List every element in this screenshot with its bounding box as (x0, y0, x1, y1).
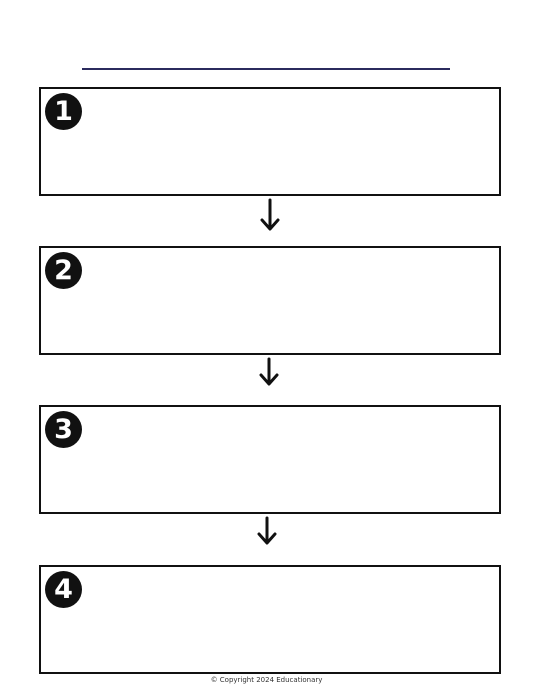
copyright-text: © Copyright 2024 Educationary (210, 676, 323, 684)
step-number-badge: 2 (45, 252, 82, 289)
step-number-badge: 3 (45, 411, 82, 448)
down-arrow-icon (257, 516, 277, 545)
title-blank-line[interactable] (82, 68, 450, 70)
step-box-4[interactable]: 4 (39, 565, 501, 674)
down-arrow-icon (259, 357, 279, 386)
down-arrow-icon (260, 198, 280, 231)
step-number-badge: 1 (45, 93, 82, 130)
step-box-3[interactable]: 3 (39, 405, 501, 514)
step-number-badge: 4 (45, 571, 82, 608)
step-box-2[interactable]: 2 (39, 246, 501, 355)
step-box-1[interactable]: 1 (39, 87, 501, 196)
